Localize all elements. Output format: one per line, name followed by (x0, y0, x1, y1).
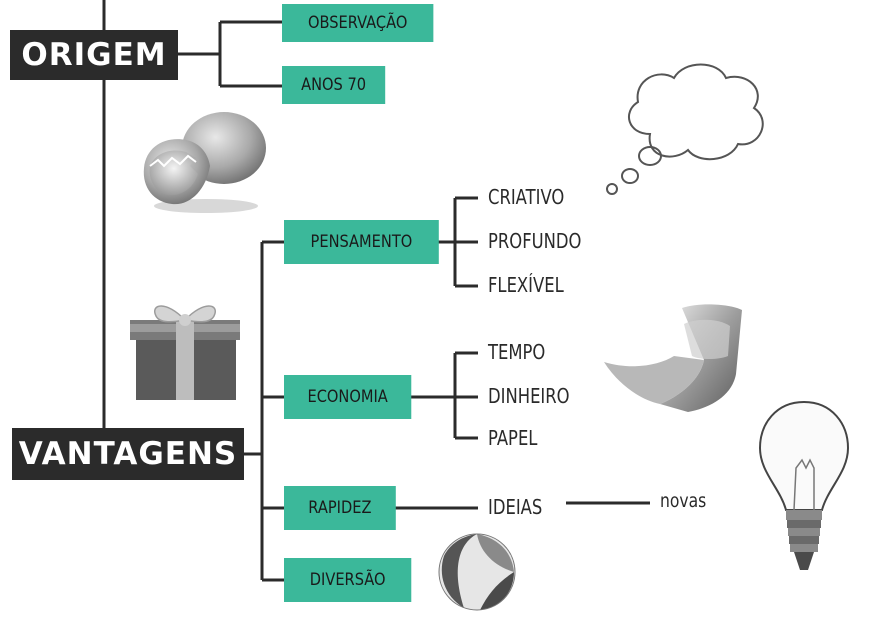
leaf-papel: PAPEL (488, 426, 538, 450)
node-rapidez: RAPIDEZ (284, 486, 396, 530)
node-pensamento: PENSAMENTO (284, 220, 439, 264)
node-origem: ORIGEM (10, 30, 178, 80)
lightbulb-icon (758, 400, 850, 570)
node-vantagens: VANTAGENS (12, 428, 244, 480)
beach-ball-icon (438, 533, 516, 611)
thought-cloud-icon (606, 63, 764, 195)
leaf-criativo: CRIATIVO (488, 185, 565, 209)
leaf-profundo: PROFUNDO (488, 229, 582, 253)
node-diversao: DIVERSÃO (284, 558, 412, 602)
node-economia: ECONOMIA (284, 375, 412, 419)
leaf-tempo: TEMPO (488, 340, 546, 364)
leaf-novas: novas (660, 490, 707, 512)
node-observacao: OBSERVAÇÃO (282, 4, 434, 42)
curled-banknote-icon (604, 304, 742, 412)
gift-box-icon (130, 305, 240, 400)
node-anos-70: ANOS 70 (282, 66, 386, 104)
cracked-egg-icon (143, 112, 266, 213)
leaf-ideias: IDEIAS (488, 495, 543, 519)
leaf-dinheiro: DINHEIRO (488, 384, 570, 408)
leaf-flexivel: FLEXÍVEL (488, 273, 564, 297)
